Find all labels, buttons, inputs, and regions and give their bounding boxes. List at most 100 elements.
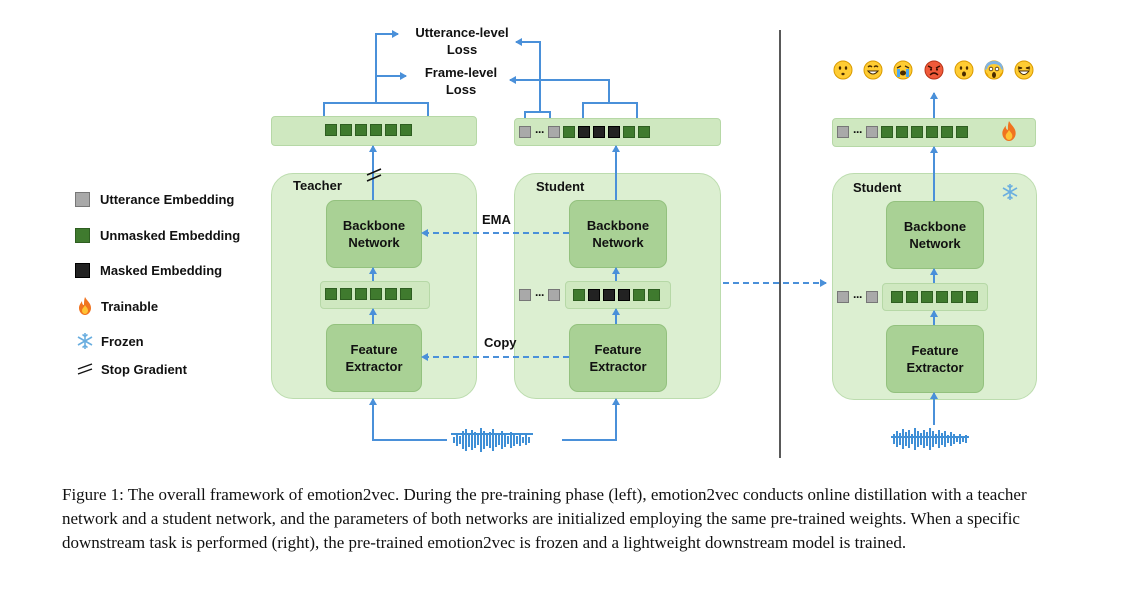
- downstream-feature-tokens: ···: [837, 290, 978, 304]
- unmasked-token: [355, 124, 367, 136]
- student-backbone-label: Backbone Network: [586, 218, 650, 250]
- unmasked-token: [921, 291, 933, 303]
- connectors: [323, 30, 969, 458]
- student-frame-loss-arrow: [509, 76, 610, 103]
- teacher-output-tokens: [325, 124, 412, 136]
- teacher-feature-module: Feature Extractor: [326, 324, 422, 392]
- ellipsis: ···: [853, 290, 863, 304]
- unmasked-token: [911, 126, 923, 138]
- unmasked-token: [881, 126, 893, 138]
- unmasked-token: [906, 291, 918, 303]
- legend-stop-gradient: Stop Gradient: [75, 359, 187, 379]
- legend-stop-gradient-label: Stop Gradient: [101, 361, 187, 377]
- masked-token: [618, 289, 630, 301]
- legend-frozen: Frozen: [75, 331, 144, 351]
- unmasked-token: [896, 126, 908, 138]
- masked-token: [588, 289, 600, 301]
- utterance-token: [866, 126, 878, 138]
- downstream-backbone-module: Backbone Network: [886, 201, 984, 269]
- masked-token: [578, 126, 590, 138]
- downstream-feature-module: Feature Extractor: [886, 325, 984, 393]
- unmasked-token: [355, 288, 367, 300]
- utterance-token: [519, 289, 531, 301]
- legend-trainable-label: Trainable: [101, 298, 159, 314]
- unmasked-token: [951, 291, 963, 303]
- student-utterance-bracket: [524, 111, 551, 118]
- unmasked-token: [936, 291, 948, 303]
- unmasked-token: [623, 126, 635, 138]
- legend-trainable: Trainable: [75, 296, 158, 316]
- legend-utterance-label: Utterance Embedding: [100, 191, 235, 207]
- audio-to-student-arrow: [562, 398, 620, 441]
- copy-label: Copy: [484, 335, 517, 350]
- unmasked-swatch: [75, 227, 90, 243]
- downstream-feature-label: Feature Extractor: [906, 343, 964, 375]
- unmasked-token: [573, 289, 585, 301]
- figure-caption: Figure 1: The overall framework of emoti…: [62, 485, 1027, 552]
- waveform-left: [451, 428, 533, 452]
- laughing-face-icon: [1014, 60, 1034, 80]
- student-feature-tokens: ···: [519, 288, 660, 302]
- legend-masked: Masked Embedding: [75, 260, 222, 280]
- teacher-title: Teacher: [293, 178, 342, 193]
- utterance-token: [519, 126, 531, 138]
- fire-icon: [75, 297, 95, 315]
- ellipsis: ···: [535, 288, 545, 302]
- teacher-backbone-module: Backbone Network: [326, 200, 422, 268]
- downstream-output-tokens: ···: [837, 125, 968, 139]
- student-output-tokens: ···: [519, 125, 650, 139]
- teacher-utterance-loss-arrow: [375, 30, 399, 76]
- student-feature-label: Feature Extractor: [589, 342, 647, 374]
- crying-face-icon: [893, 60, 913, 80]
- ema-label: EMA: [482, 212, 511, 227]
- angry-face-icon: [924, 60, 944, 80]
- masked-swatch: [75, 262, 90, 278]
- unmasked-token: [633, 289, 645, 301]
- fire-icon: [1001, 121, 1017, 146]
- utterance-token: [866, 291, 878, 303]
- unmasked-token: [563, 126, 575, 138]
- utterance-swatch: [75, 191, 90, 207]
- audio-to-teacher-arrow: [369, 398, 447, 441]
- unmasked-token: [385, 124, 397, 136]
- surprised-face-icon: [954, 60, 974, 80]
- legend-masked-label: Masked Embedding: [100, 262, 223, 278]
- student-feature-module: Feature Extractor: [569, 324, 667, 392]
- student-utterance-loss-arrow: [515, 38, 541, 112]
- unmasked-token: [325, 124, 337, 136]
- student-title: Student: [536, 179, 585, 194]
- unmasked-token: [966, 291, 978, 303]
- utterance-token: [837, 126, 849, 138]
- unmasked-token: [370, 124, 382, 136]
- teacher-frame-loss-arrow: [375, 72, 407, 103]
- unmasked-token: [926, 126, 938, 138]
- unmasked-token: [385, 288, 397, 300]
- stop-gradient-mark: [366, 168, 382, 182]
- teacher-backbone-label: Backbone Network: [342, 218, 406, 250]
- screaming-face-icon: [984, 60, 1004, 80]
- ellipsis: ···: [535, 125, 545, 139]
- unmasked-token: [400, 124, 412, 136]
- waveforms: [451, 428, 969, 452]
- stop-gradient-icon: [75, 363, 95, 375]
- snowflake-icon: [75, 332, 95, 350]
- downstream-student-title: Student: [853, 180, 902, 195]
- legend-unmasked-label: Unmasked Embedding: [100, 227, 241, 243]
- teacher-frame-bracket: [323, 102, 429, 116]
- legend-frozen-label: Frozen: [101, 333, 144, 349]
- teacher-feature-label: Feature Extractor: [345, 342, 403, 374]
- unmasked-token: [400, 288, 412, 300]
- masked-token: [593, 126, 605, 138]
- unmasked-token: [891, 291, 903, 303]
- utterance-token: [548, 289, 560, 301]
- legend-unmasked: Unmasked Embedding: [75, 225, 240, 245]
- grinning-face-icon: [863, 60, 883, 80]
- utterance-token: [837, 291, 849, 303]
- unmasked-token: [638, 126, 650, 138]
- legend-utterance: Utterance Embedding: [75, 189, 234, 209]
- unmasked-token: [941, 126, 953, 138]
- unmasked-token: [325, 288, 337, 300]
- utterance-loss-label: Utterance-level Loss: [415, 25, 509, 57]
- neutral-face-icon: [833, 60, 853, 80]
- teacher-feature-tokens: [325, 288, 412, 300]
